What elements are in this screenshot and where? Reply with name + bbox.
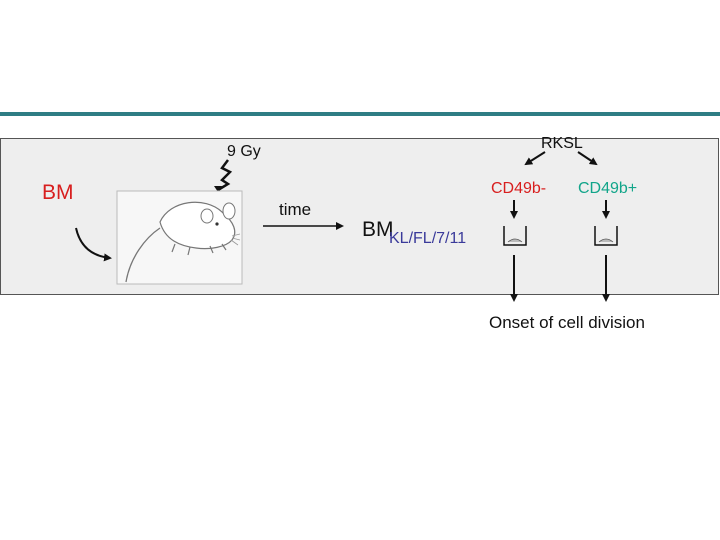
header-rule (0, 112, 720, 116)
bm-label: BM (42, 181, 74, 204)
rksl-label: RKSL (541, 135, 583, 152)
split-arrow-left (524, 151, 546, 166)
sorted-bm-label: BM (362, 218, 394, 241)
well-icon (594, 226, 618, 246)
irradiation-dose-label: 9 Gy (227, 143, 261, 160)
onset-label: Onset of cell division (489, 313, 645, 332)
cd49b-positive-label: CD49b+ (578, 180, 638, 197)
mouse-illustration (116, 190, 243, 285)
cd49b-negative-label: CD49b- (491, 180, 547, 197)
sorted-bm-subscript: KL/FL/7/11 (389, 230, 467, 247)
lightning-bolt-icon (214, 159, 233, 192)
injection-arrow (75, 227, 112, 262)
split-arrow-right (577, 151, 598, 166)
well-icon (503, 226, 527, 246)
time-label: time (279, 200, 312, 219)
